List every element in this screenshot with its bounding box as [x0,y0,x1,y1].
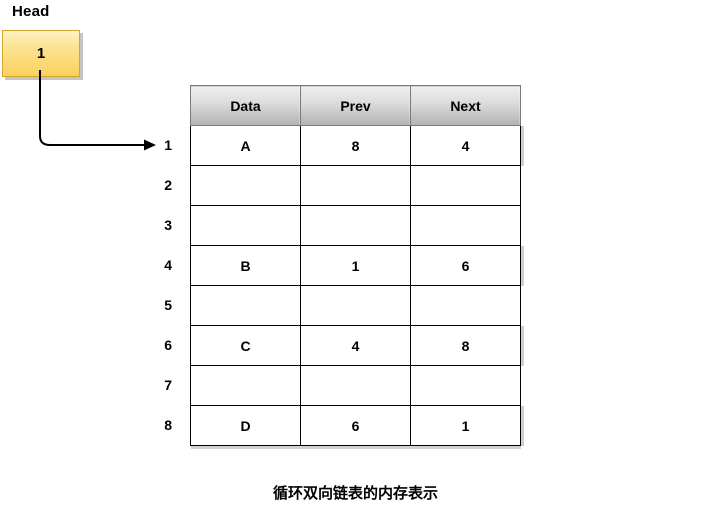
row-index-5: 5 [164,297,172,313]
cell-prev-5 [300,285,411,326]
table-row [190,285,521,326]
table-row: A 8 4 [190,125,521,166]
memory-table: Data Prev Next A 8 4 B 1 6 [190,85,521,446]
cell-data-1: A [190,125,301,166]
cell-prev-7 [300,365,411,406]
cell-next-4: 6 [410,245,521,286]
table-row: C 4 8 [190,325,521,366]
cell-prev-8: 6 [300,405,411,446]
column-header-next: Next [410,85,521,126]
column-header-prev: Prev [300,85,411,126]
cell-prev-6: 4 [300,325,411,366]
cell-prev-1: 8 [300,125,411,166]
cell-prev-3 [300,205,411,246]
table-row: D 6 1 [190,405,521,446]
cell-prev-4: 1 [300,245,411,286]
table-row [190,205,521,246]
row-index-8: 8 [164,417,172,433]
diagram-caption: 循环双向链表的内存表示 [272,484,438,502]
cell-data-7 [190,365,301,406]
table-header: Data Prev Next [190,85,521,126]
cell-data-8: D [190,405,301,446]
cell-next-7 [410,365,521,406]
table-row [190,365,521,406]
column-header-data: Data [190,85,301,126]
table-body: A 8 4 B 1 6 C 4 8 [190,125,521,446]
cell-prev-2 [300,165,411,206]
row-index-1: 1 [164,137,172,153]
cell-next-6: 8 [410,325,521,366]
cell-next-2 [410,165,521,206]
table-row [190,165,521,206]
row-index-3: 3 [164,217,172,233]
cell-data-6: C [190,325,301,366]
cell-next-5 [410,285,521,326]
row-index-4: 4 [164,257,172,273]
row-index-2: 2 [164,177,172,193]
cell-next-8: 1 [410,405,521,446]
row-index-6: 6 [164,337,172,353]
table-row: B 1 6 [190,245,521,286]
head-label: Head [12,3,50,20]
cell-data-2 [190,165,301,206]
cell-data-3 [190,205,301,246]
table-header-row: Data Prev Next [190,85,521,126]
head-pointer-box: 1 [2,30,80,77]
cell-data-5 [190,285,301,326]
head-to-row1-arrow [39,70,156,151]
cell-next-1: 4 [410,125,521,166]
cell-data-4: B [190,245,301,286]
cell-next-3 [410,205,521,246]
row-index-7: 7 [164,377,172,393]
head-pointer-value: 1 [36,45,46,62]
